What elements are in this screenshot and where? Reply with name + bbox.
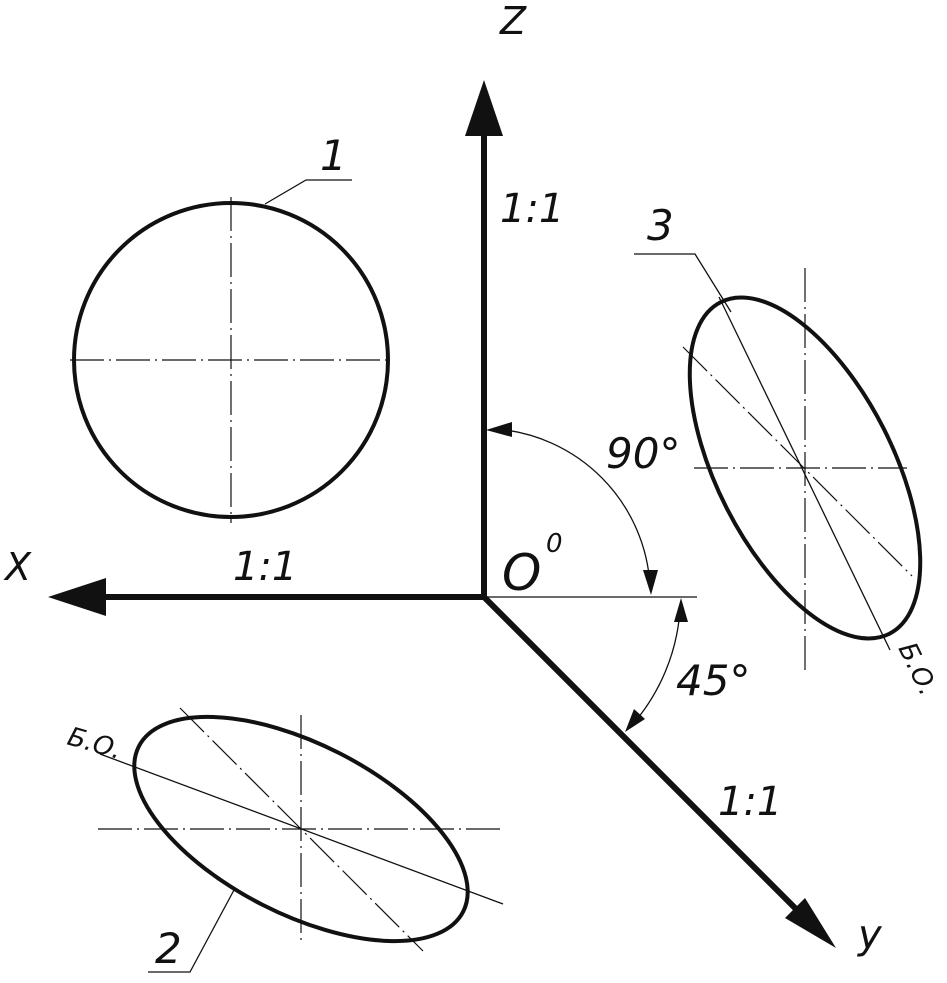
ellipse-zy-axis-projection: [682, 346, 913, 577]
angle-90-dimension: 90°: [486, 422, 680, 595]
y-axis-arrowhead: [785, 898, 836, 948]
ellipse-zy-major-axis-label: Б.О.: [892, 638, 943, 700]
angle-90-arrow-top: [486, 422, 512, 437]
y-axis: [481, 594, 836, 948]
ellipse-xy-major-axis: [99, 753, 504, 905]
x-axis-label: X: [3, 545, 32, 589]
y-axis-label: y: [857, 912, 883, 958]
circle-xz: [70, 197, 392, 523]
callout-3: 3: [634, 201, 732, 313]
origin-label: O: [502, 544, 541, 602]
ellipse-xy: [98, 707, 504, 952]
angle-45-arrow-bottom: [625, 709, 645, 732]
ellipse-xy-major-axis-label: Б.О.: [64, 722, 125, 766]
z-axis-scale: 1:1: [500, 186, 564, 232]
angle-45-dimension: 45°: [625, 598, 750, 732]
callout-2: 2: [148, 889, 235, 973]
angle-90-arrow-right: [643, 570, 658, 595]
callout-1-label: 1: [320, 131, 347, 180]
y-axis-scale: 1:1: [718, 779, 782, 825]
z-axis-label: Z: [499, 0, 527, 43]
z-axis-arrowhead: [465, 80, 503, 136]
x-axis-scale: 1:1: [233, 544, 297, 590]
callout-1: 1: [264, 131, 352, 205]
ellipse-zy: [682, 268, 923, 673]
callout-2-label: 2: [155, 924, 182, 973]
callout-3-label: 3: [647, 201, 674, 250]
z-axis: [465, 80, 503, 597]
ellipse-zy-major-axis: [718, 296, 891, 651]
angle-90-label: 90°: [606, 429, 680, 478]
angle-45-label: 45°: [676, 656, 750, 705]
angle-45-arrow-top: [674, 598, 688, 622]
x-axis-arrowhead: [48, 578, 106, 616]
x-axis: [48, 578, 484, 616]
origin-superscript: 0: [546, 529, 563, 559]
